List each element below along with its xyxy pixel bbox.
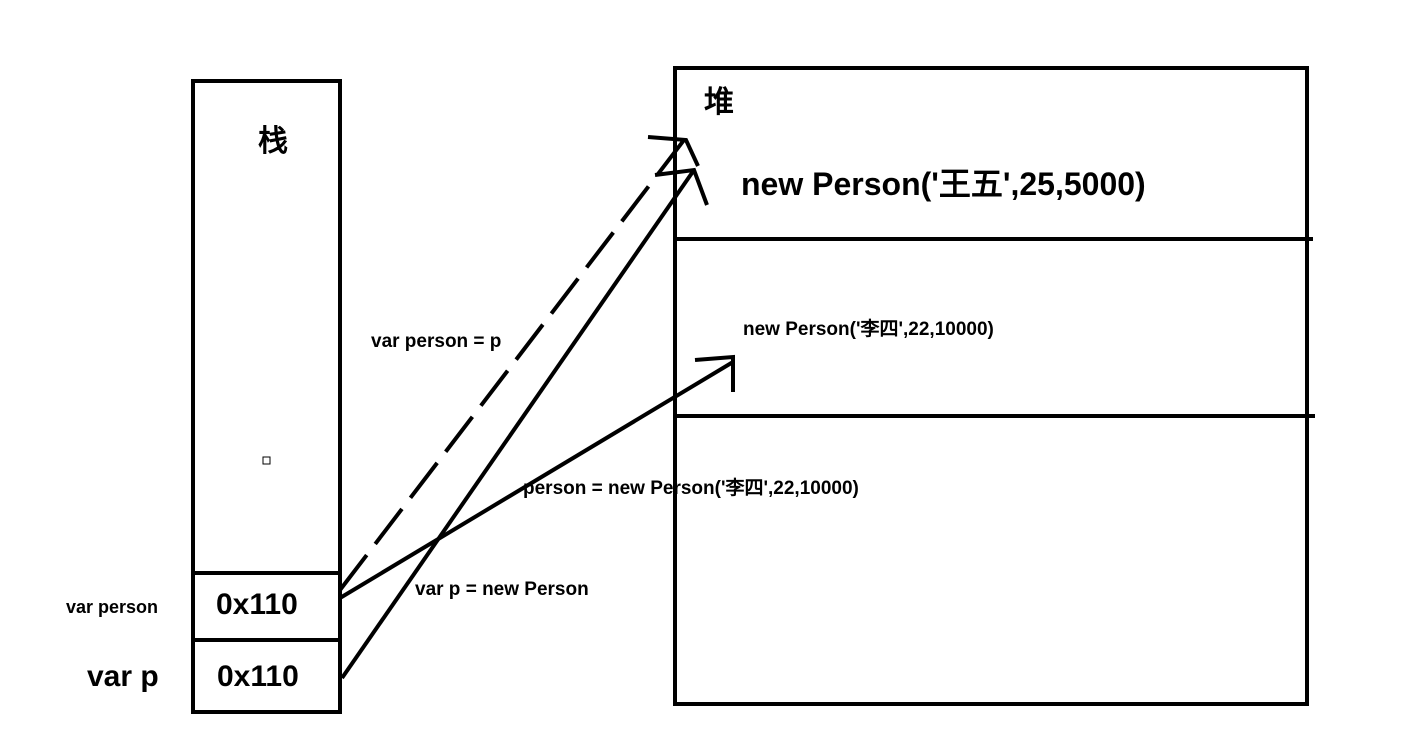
annotation-var-person-equals-p: var person = p — [371, 331, 502, 352]
solid-arrow-person-to-lisi — [338, 360, 735, 600]
heap-object-lisi: new Person('李四',22,10000) — [743, 319, 994, 340]
dashed-arrow-person-to-wangwu — [338, 138, 686, 592]
stack-box — [191, 79, 342, 714]
stack-title: 栈 — [258, 125, 288, 158]
small-square-marker — [262, 456, 271, 465]
stack-var-p-label: var p — [87, 660, 159, 693]
heap-object-wangwu: new Person('王五',25,5000) — [741, 166, 1146, 202]
solid-arrow-p-to-wangwu — [340, 168, 696, 680]
annotation-var-p-new-person: var p = new Person — [415, 579, 589, 600]
dashed-arrow-head — [647, 135, 700, 167]
stack-var-person-label: var person — [66, 597, 159, 617]
solid-arrow-head — [654, 167, 709, 206]
heap-box — [673, 66, 1309, 706]
heap-title: 堆 — [704, 86, 734, 119]
stack-var-person-value: 0x110 — [216, 588, 298, 621]
stack-var-p-value: 0x110 — [217, 660, 299, 693]
solid-arrow-head-lisi — [694, 354, 735, 392]
annotation-person-new-lisi: person = new Person('李四',22,10000) — [523, 478, 859, 499]
